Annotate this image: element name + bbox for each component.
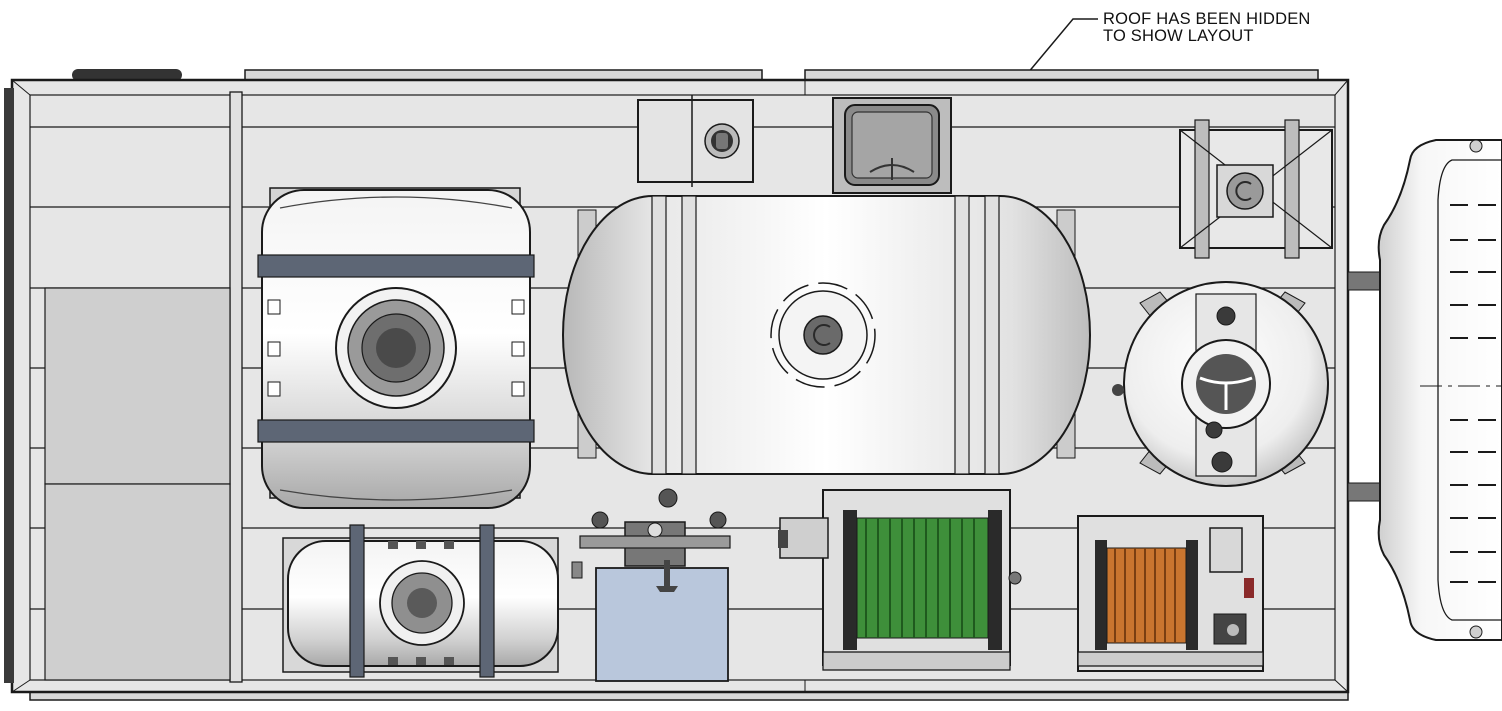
orange-hose-reel — [1077, 515, 1264, 672]
tank-lug — [267, 341, 281, 357]
pump-valve — [709, 511, 727, 529]
reel-hose-wraps — [865, 518, 975, 638]
reel-motor-cap — [778, 530, 788, 548]
reel-brake — [1244, 578, 1254, 598]
reel-frame-bottom — [822, 651, 1011, 671]
truck-cab — [1347, 139, 1502, 641]
reel-side-plate — [843, 510, 857, 650]
pump-stem — [664, 560, 670, 586]
cab-grille — [1450, 204, 1502, 583]
tank-band — [651, 195, 667, 475]
knob-grip — [716, 133, 728, 149]
tank-valve — [1205, 421, 1223, 439]
small-tank-lug — [416, 541, 426, 549]
tank-valve — [1216, 306, 1236, 326]
mini-tank-post — [1194, 119, 1210, 259]
small-tank-lug — [388, 657, 398, 665]
tank-strap-bottom — [257, 419, 535, 443]
pump-valve — [591, 511, 609, 529]
left-end-wall — [4, 88, 14, 683]
small-tank-lug — [416, 657, 426, 665]
cab-inner-edge — [1437, 159, 1502, 621]
reel-hub — [1227, 624, 1239, 636]
mini-tank-post — [1284, 119, 1300, 259]
tank-cap-mark — [813, 324, 831, 346]
small-tank-strap — [479, 524, 495, 678]
pump-base-box — [595, 567, 729, 682]
note-line-2: TO SHOW LAYOUT — [1103, 27, 1254, 45]
reel-hose — [1106, 547, 1187, 644]
reel-motor — [1209, 527, 1243, 573]
pump-gauge — [647, 522, 663, 538]
cab-mirror — [1469, 625, 1483, 639]
tank-band — [984, 195, 1000, 475]
small-poly-tank — [282, 524, 559, 678]
cab-mirror — [1469, 139, 1483, 153]
tank-strap-top — [257, 254, 535, 278]
reel-frame-bottom — [1077, 651, 1264, 667]
corner-line — [1334, 679, 1349, 693]
tank-fill-cap — [803, 315, 843, 355]
small-tank-lid-center — [407, 588, 437, 618]
access-panel-lower — [44, 483, 231, 681]
reel-side-plate — [1186, 540, 1198, 650]
tank-bottom-ridge — [279, 489, 513, 501]
bulkhead — [229, 91, 243, 683]
vertical-round-tank — [1112, 281, 1329, 487]
small-tank-lug — [444, 657, 454, 665]
small-tank-strap — [349, 524, 365, 678]
top-rail-right — [804, 69, 1319, 81]
note-line-1: ROOF HAS BEEN HIDDEN — [1103, 10, 1311, 28]
corner-line — [11, 679, 31, 693]
tank-band — [681, 195, 697, 475]
tank-top-ridge — [279, 196, 513, 209]
reel-crank — [1008, 571, 1022, 585]
access-panel — [637, 95, 754, 187]
reel-hose-wraps — [1114, 548, 1176, 643]
tank-lug — [511, 381, 525, 397]
tank-lid-center — [376, 328, 416, 368]
tank-lug — [267, 381, 281, 397]
top-rail-left — [244, 69, 763, 81]
mini-tank-cap — [1226, 172, 1264, 210]
reel-side-plate — [988, 510, 1002, 650]
leader-line — [1011, 18, 1098, 93]
access-panel-upper — [44, 287, 231, 485]
reel-hose — [856, 517, 989, 639]
tank-lug — [267, 299, 281, 315]
pump-valve — [658, 488, 678, 508]
corner-line — [11, 79, 31, 96]
cab-body — [1377, 139, 1502, 641]
tank-port-handle — [1199, 376, 1253, 385]
roof-hidden-note: ROOF HAS BEEN HIDDEN TO SHOW LAYOUT — [1103, 11, 1311, 45]
bumper-top — [72, 69, 182, 81]
tank-side-fitting — [1112, 384, 1124, 396]
horizontal-cylinder-tank — [562, 195, 1091, 475]
corner-line — [1334, 79, 1349, 96]
tank-lug — [511, 299, 525, 315]
tank-band — [954, 195, 970, 475]
pump-manifold — [571, 488, 731, 682]
tank-valve — [1211, 451, 1233, 473]
green-hose-reel — [778, 489, 1022, 671]
pump-side-fitting — [571, 561, 583, 579]
tank-lug — [511, 341, 525, 357]
round-poly-tank — [257, 187, 535, 509]
square-mini-tank — [1179, 119, 1333, 259]
tank-manway-dash — [770, 282, 876, 388]
small-tank-lug — [444, 541, 454, 549]
pump-foot — [656, 586, 678, 592]
floor-hatch — [832, 97, 952, 194]
pump-pipe — [579, 535, 731, 549]
small-tank-lug — [388, 541, 398, 549]
mini-tank-cap-mark — [1235, 181, 1252, 201]
reel-side-plate — [1095, 540, 1107, 650]
